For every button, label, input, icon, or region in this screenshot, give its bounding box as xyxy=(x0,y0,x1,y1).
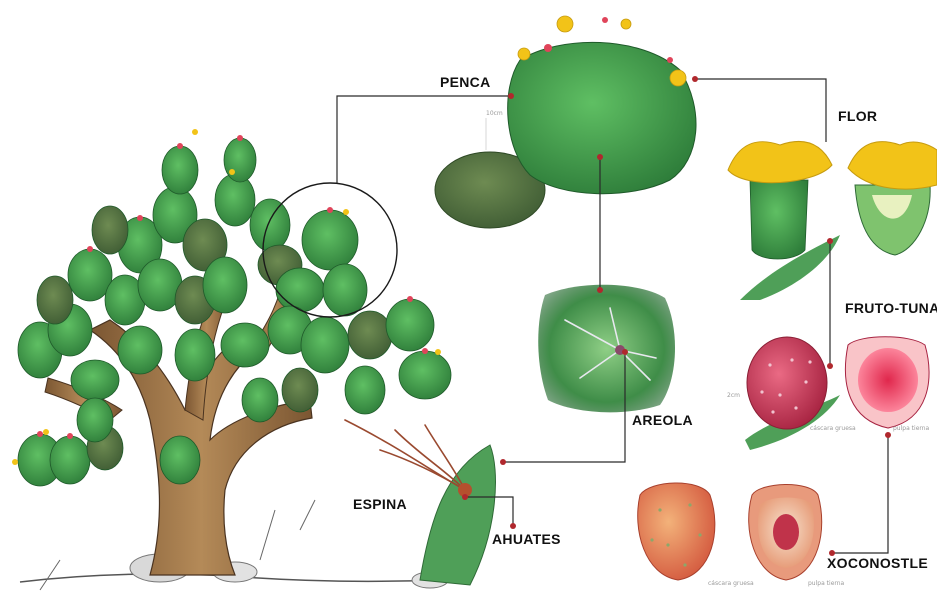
areola-illustration xyxy=(538,285,675,413)
penca-illustration xyxy=(435,16,696,228)
scale-label-fruto: 2cm xyxy=(727,392,740,399)
label-penca: PENCA xyxy=(440,74,491,90)
caption-xoconostle-right: pulpa tierna xyxy=(808,580,844,587)
label-espina: ESPINA xyxy=(353,496,407,512)
label-xoconostle: XOCONOSTLE xyxy=(827,555,928,571)
caption-tuna-left: cáscara gruesa xyxy=(810,425,856,432)
scale-label-penca: 10cm xyxy=(486,110,503,117)
caption-xoconostle-left: cáscara gruesa xyxy=(708,580,754,587)
xoconostle-illustration xyxy=(638,483,822,580)
tuna-illustration xyxy=(745,337,929,450)
label-ahuates: AHUATES xyxy=(492,531,561,547)
label-fruto-tuna: FRUTO-TUNA xyxy=(845,300,937,316)
label-flor: FLOR xyxy=(838,108,877,124)
caption-tuna-right: pulpa tierna xyxy=(893,425,929,432)
label-areola: AREOLA xyxy=(632,412,693,428)
cactus-tree xyxy=(12,129,451,590)
flor-illustration xyxy=(728,142,937,300)
